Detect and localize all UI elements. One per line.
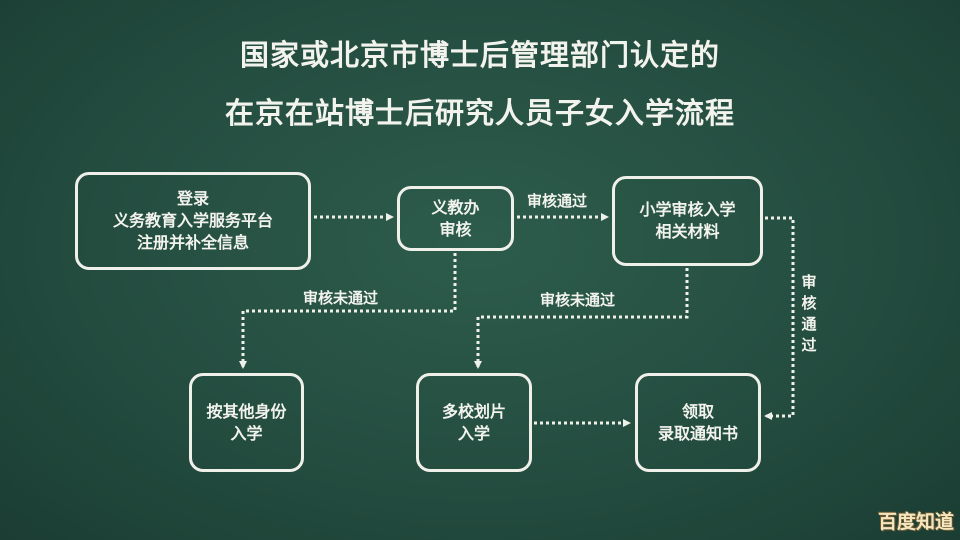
edge-label-pass-vertical: 审 核 通 过: [800, 272, 818, 356]
node-text: 多校划片: [441, 401, 506, 421]
title-line-2: 在京在站博士后研究人员子女入学流程: [224, 96, 735, 130]
node-notice: 领取 录取通知书: [635, 373, 761, 472]
node-text: 领取: [681, 401, 714, 421]
label-char: 通: [801, 315, 817, 333]
arrow-school-fail: [474, 268, 689, 369]
node-text: 录取通知书: [657, 423, 738, 443]
node-text: 义务教育入学服务平台: [112, 211, 273, 230]
node-register: 登录 义务教育入学服务平台 注册并补全信息: [75, 172, 311, 270]
edge-label-fail: 审核未通过: [540, 291, 616, 309]
node-text: 登录: [176, 189, 209, 208]
node-multi-school: 多校划片 入学: [416, 373, 532, 472]
arrow-office-fail: [239, 253, 457, 369]
node-text: 小学审核入学: [639, 200, 736, 219]
node-text: 按其他身份: [206, 401, 287, 421]
edge-label-fail: 审核未通过: [303, 289, 379, 307]
node-text: 相关材料: [655, 222, 720, 241]
node-text: 义教办: [431, 197, 480, 217]
label-char: 过: [801, 336, 817, 354]
label-char: 审: [801, 273, 817, 291]
node-text: 入学: [457, 423, 490, 443]
watermark-logo: 百度知道: [877, 511, 954, 533]
node-text: 审核: [439, 219, 472, 239]
node-text: 入学: [230, 423, 263, 443]
arrow-school-pass: [764, 216, 795, 420]
title-line-1: 国家或北京市博士后管理部门认定的: [239, 38, 720, 72]
node-edu-office: 义教办 审核: [397, 186, 514, 251]
node-school-review: 小学审核入学 相关材料: [612, 176, 763, 266]
node-text: 注册并补全信息: [136, 233, 249, 252]
label-char: 核: [801, 294, 817, 312]
edge-label-pass: 审核通过: [527, 192, 588, 210]
node-other-identity: 按其他身份 入学: [189, 373, 304, 472]
